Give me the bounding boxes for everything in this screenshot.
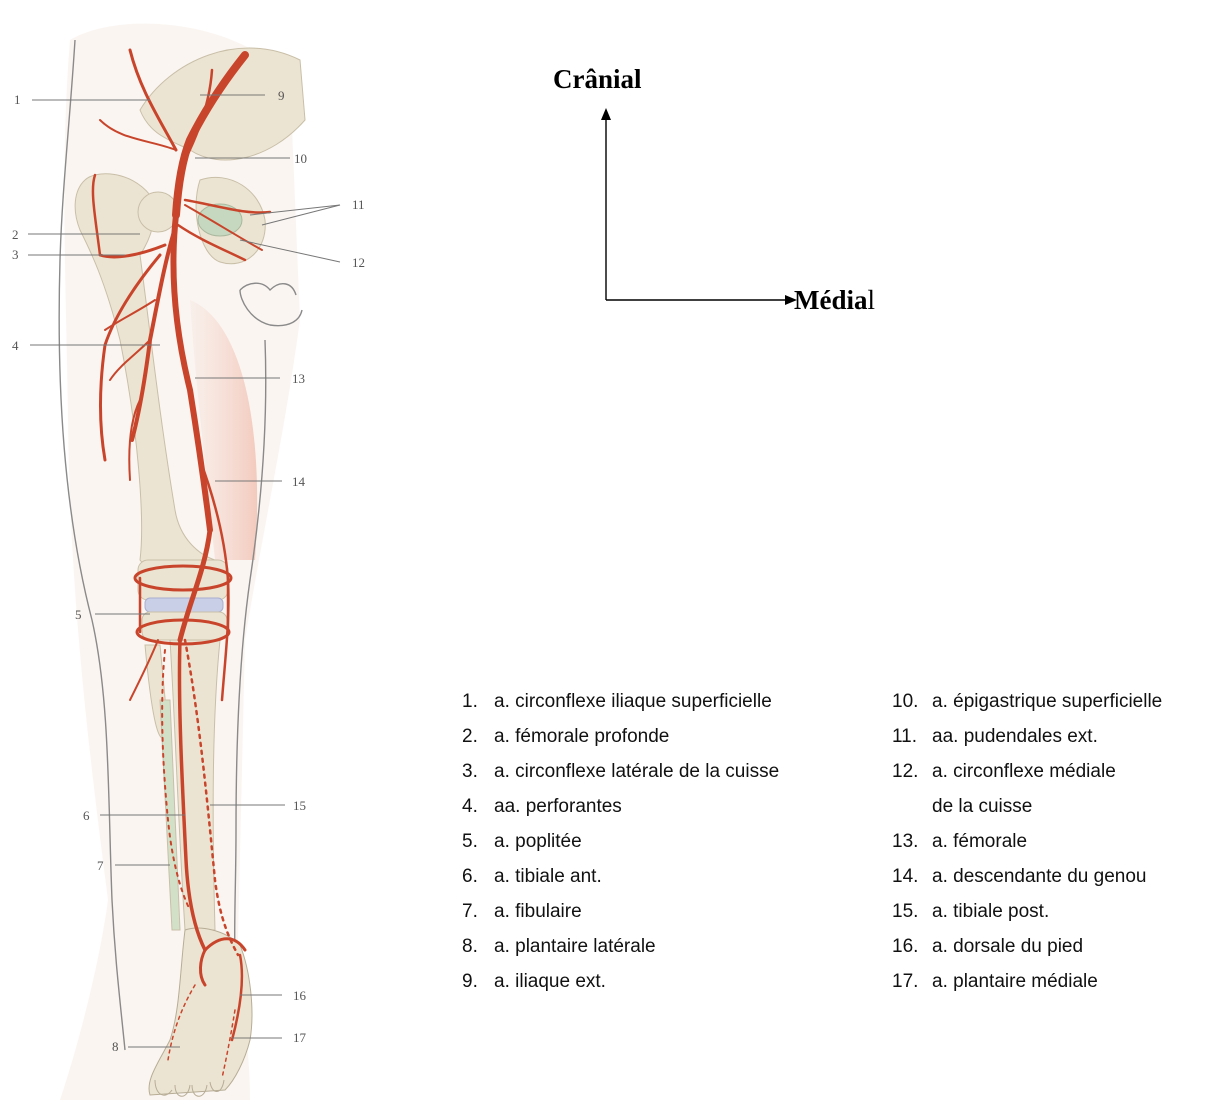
medial-label: Médial (794, 285, 875, 316)
legend-item-17: 17.a. plantaire médiale (892, 970, 1098, 994)
legend-item-12: 12.a. circonflexe médiale (892, 760, 1116, 784)
legend-item-16: 16.a. dorsale du pied (892, 935, 1083, 959)
callout-12: 12 (352, 255, 365, 270)
legend-item-1: 1.a. circonflexe iliaque superficielle (462, 690, 772, 714)
callout-4: 4 (12, 338, 19, 353)
callout-1: 1 (14, 92, 21, 107)
legend-item-8: 8.a. plantaire latérale (462, 935, 656, 959)
callout-3: 3 (12, 247, 19, 262)
callout-6: 6 (83, 808, 90, 823)
callout-11: 11 (352, 197, 365, 212)
legend-item-13: 13.a. fémorale (892, 830, 1027, 854)
legend-item-14: 14.a. descendante du genou (892, 865, 1146, 889)
legend-item-12-continued: de la cuisse (892, 795, 1032, 819)
legend-item-9: 9.a. iliaque ext. (462, 970, 606, 994)
callout-16: 16 (293, 988, 307, 1003)
cranial-arrowhead (601, 108, 611, 120)
callout-15: 15 (293, 798, 306, 813)
legend-item-5: 5.a. poplitée (462, 830, 582, 854)
medial-label-tail: l (868, 285, 876, 315)
legend-item-6: 6.a. tibiale ant. (462, 865, 602, 889)
legend-right: 10.a. épigastrique superficielle 11.aa. … (892, 690, 1210, 1030)
legend-item-3: 3.a. circonflexe latérale de la cuisse (462, 760, 779, 784)
legend-item-4: 4.aa. perforantes (462, 795, 622, 819)
callout-7: 7 (97, 858, 104, 873)
legend-item-11: 11.aa. pudendales ext. (892, 725, 1098, 749)
callout-13: 13 (292, 371, 305, 386)
legend-item-15: 15.a. tibiale post. (892, 900, 1049, 924)
cranial-label: Crânial (553, 64, 642, 95)
callout-8: 8 (112, 1039, 119, 1054)
legend-item-2: 2.a. fémorale profonde (462, 725, 669, 749)
callout-2: 2 (12, 227, 19, 242)
callout-9: 9 (278, 88, 285, 103)
callout-10: 10 (294, 151, 307, 166)
callout-5: 5 (75, 607, 82, 622)
medial-label-bold: Média (794, 285, 868, 315)
callout-17: 17 (293, 1030, 307, 1045)
orientation-axes (595, 104, 800, 309)
legend-left: 1.a. circonflexe iliaque superficielle 2… (462, 690, 852, 1030)
leg-artery-illustration: 9 10 11 2 3 12 4 13 14 5 15 6 7 16 17 8 … (0, 0, 400, 1109)
legend-item-10: 10.a. épigastrique superficielle (892, 690, 1162, 714)
legend-item-7: 7.a. fibulaire (462, 900, 582, 924)
callout-14: 14 (292, 474, 306, 489)
